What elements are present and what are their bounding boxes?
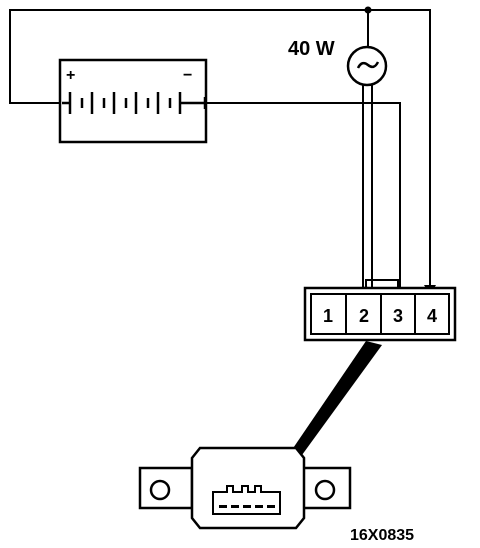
component-module — [138, 446, 352, 530]
connector-pin-label: 2 — [359, 306, 369, 326]
wire-pin-bridge — [365, 279, 399, 290]
junction-top — [364, 6, 372, 14]
battery-negative-symbol: − — [183, 67, 192, 84]
battery: + − — [58, 58, 208, 144]
lamp-filament-icon — [356, 61, 380, 69]
lamp-bulb-icon — [346, 45, 388, 87]
mounting-hole-icon — [149, 479, 171, 501]
connector-pin-label: 4 — [427, 306, 437, 326]
connector-pin-label: 3 — [393, 306, 403, 326]
connector-dividers — [345, 294, 416, 334]
component-socket-terminals — [219, 505, 275, 508]
figure-code: 16X0835 — [350, 527, 414, 544]
component-socket — [212, 485, 281, 515]
wires — [9, 9, 431, 290]
battery-positive-symbol: + — [66, 67, 75, 84]
wire-battery-negative-to-pin-3 — [205, 102, 401, 290]
connector-pin-label: 1 — [323, 306, 333, 326]
mounting-hole-icon — [314, 479, 336, 501]
battery-cells-icon — [62, 92, 207, 114]
lamp: 40 W — [288, 38, 388, 87]
wire-battery-positive-to-pin-4 — [9, 9, 431, 290]
lamp-wattage-label: 40 W — [288, 38, 335, 60]
connector: 1 2 3 4 — [303, 286, 457, 342]
